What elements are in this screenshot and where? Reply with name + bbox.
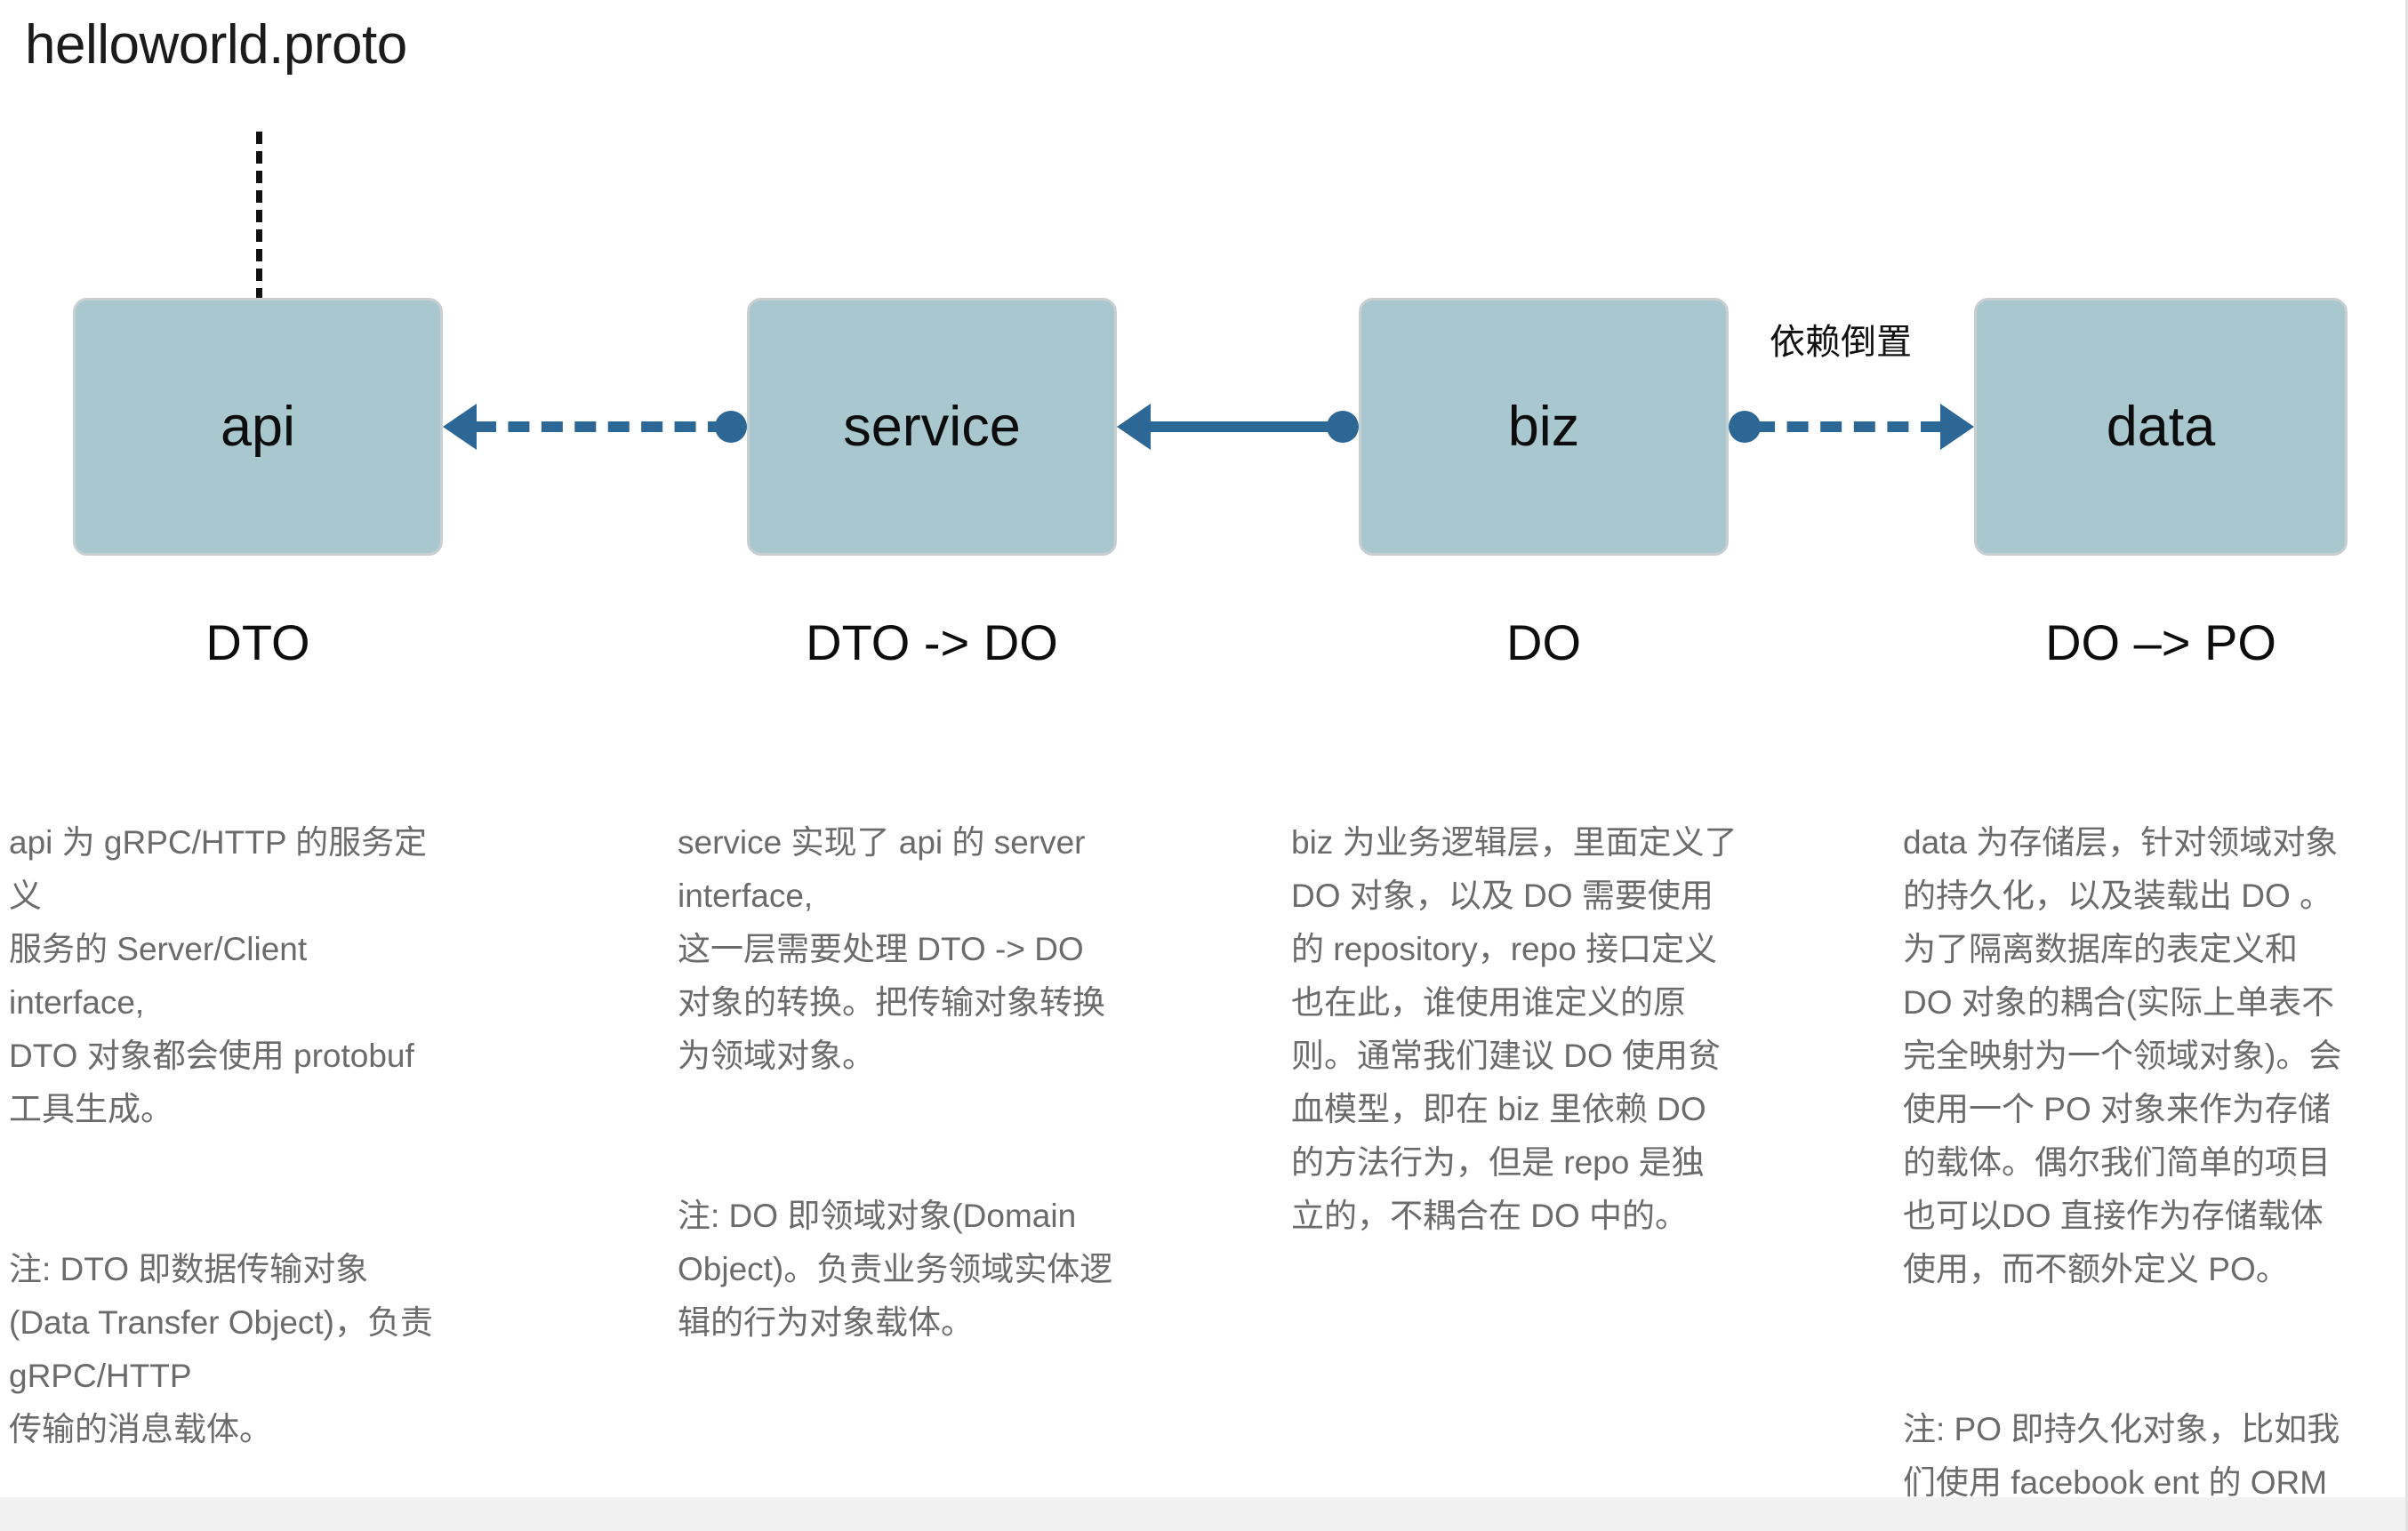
description-column-data: data 为存储层，针对领域对象 的持久化，以及装载出 DO 。 为了隔离数据库…: [1903, 763, 2388, 1531]
edge-label-dependency-inversion: 依赖倒置: [1770, 323, 1912, 362]
page-title: helloworld.proto: [25, 14, 407, 76]
description-body-biz: biz 为业务逻辑层，里面定义了 DO 对象，以及 DO 需要使用 的 repo…: [1291, 824, 1738, 1234]
description-note-api: 注: DTO 即数据传输对象 (Data Transfer Object)，负责…: [9, 1251, 434, 1447]
description-body-service: service 实现了 api 的 server interface, 这一层需…: [678, 824, 1105, 1074]
caption-data: DO –> PO: [2045, 614, 2276, 670]
edge-line-dashed: [1754, 421, 1942, 432]
bottom-bar: [0, 1497, 2405, 1531]
node-api-label: api: [220, 395, 296, 458]
description-column-service: service 实现了 api 的 server interface, 这一层需…: [678, 763, 1176, 1403]
node-biz-label: biz: [1507, 395, 1580, 458]
node-data[interactable]: data: [1974, 298, 2348, 556]
node-service-label: service: [843, 395, 1021, 458]
caption-service: DTO -> DO: [806, 614, 1058, 670]
caption-biz: DO: [1506, 614, 1581, 670]
node-biz[interactable]: biz: [1359, 298, 1729, 556]
description-note-service: 注: DO 即领域对象(Domain Object)。负责业务领域实体逻 辑的行…: [678, 1198, 1113, 1341]
description-body-data: data 为存储层，针对领域对象 的持久化，以及装载出 DO 。 为了隔离数据库…: [1903, 824, 2342, 1287]
arrowhead-left-icon: [1117, 404, 1151, 450]
node-service[interactable]: service: [747, 298, 1117, 556]
title-to-api-dashed-connector: [256, 132, 262, 301]
edge-source-dot-icon: [715, 411, 747, 443]
arrowhead-left-icon: [443, 404, 477, 450]
node-data-label: data: [2106, 395, 2216, 458]
description-body-api: api 为 gRPC/HTTP 的服务定 义 服务的 Server/Client…: [9, 824, 428, 1127]
edge-line-solid: [1145, 421, 1344, 432]
edge-source-dot-icon: [1327, 411, 1359, 443]
description-column-biz: biz 为业务逻辑层，里面定义了 DO 对象，以及 DO 需要使用 的 repo…: [1291, 763, 1794, 1403]
arrowhead-right-icon: [1940, 404, 1974, 450]
edge-line-dashed: [475, 421, 729, 432]
caption-api: DTO: [205, 614, 310, 670]
description-column-api: api 为 gRPC/HTTP 的服务定 义 服务的 Server/Client…: [9, 763, 507, 1510]
node-api[interactable]: api: [73, 298, 443, 556]
